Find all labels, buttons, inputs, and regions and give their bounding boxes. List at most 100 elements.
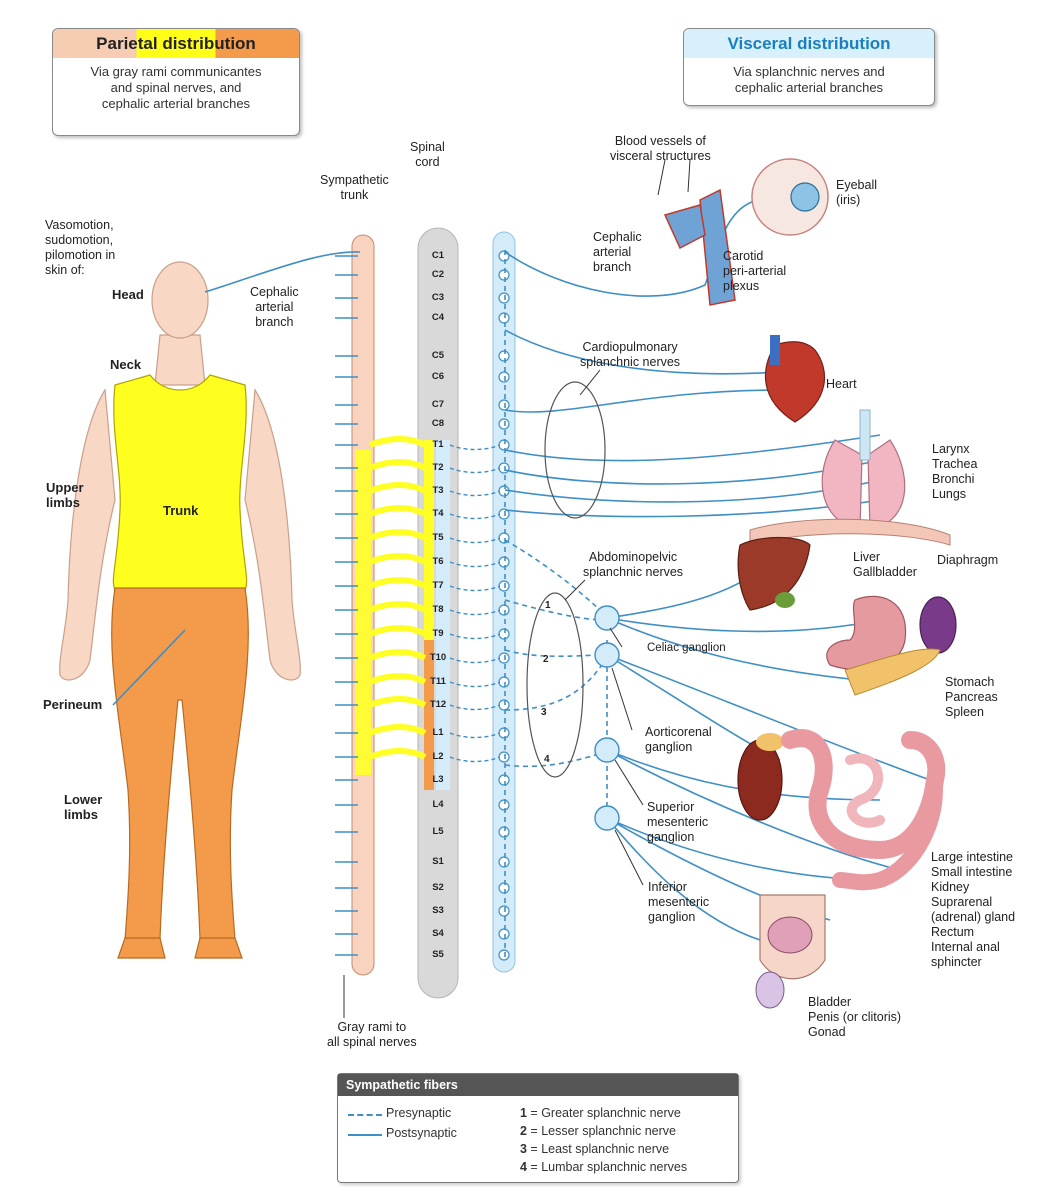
segment-t1: T1 [432,439,444,450]
segment-l1: L1 [432,727,444,738]
legend: Sympathetic fibers Presynaptic Postsynap… [337,1073,739,1183]
segment-l3: L3 [432,774,444,785]
segment-s2: S2 [432,882,444,893]
chain-ganglion [498,882,510,894]
label-perineum: Perineum [43,697,103,712]
celiac-ganglion [594,605,620,631]
white-ramus [368,649,427,661]
white-ramus [368,696,427,708]
chain-ganglion [498,250,510,262]
label-eyeball: Eyeball(iris) [836,178,877,207]
chain-ganglion [498,727,510,739]
lungs-organ [821,439,863,531]
chain-ganglion [498,418,510,430]
white-ramus [368,482,427,494]
stomach-organ [826,595,907,671]
chain-ganglion [498,292,510,304]
human-figure [59,261,301,959]
large-intestine-organ [781,729,946,860]
organs [663,158,957,1009]
chain-ganglion [498,439,510,451]
legend-item-1: 1 = Greater splanchnic nerve [520,1106,681,1120]
chain-ganglion [498,774,510,786]
legend-presynaptic-line [348,1114,382,1116]
segment-c4: C4 [431,312,445,323]
inferior-mesenteric-ganglion [594,805,620,831]
cardiopulmonary-ellipse [544,381,606,519]
chain-ganglion [498,556,510,568]
sympathetic-trunk [351,234,375,976]
chain-ganglion [498,905,510,917]
white-ramus [368,724,427,736]
chain-ganglion [498,949,510,961]
parietal-line: Via gray rami communicantes [90,64,262,79]
segment-t8: T8 [432,604,444,615]
white-ramus [368,459,427,471]
white-ramus [368,673,427,685]
visceral-description: Via splanchnic nerves and cephalic arter… [684,58,934,102]
chain-ganglion [498,652,510,664]
segment-s3: S3 [432,905,444,916]
segment-t9: T9 [432,628,444,639]
segment-c3: C3 [431,292,445,303]
liver-organ [737,536,811,611]
white-ramus [368,748,427,760]
visceral-line: cephalic arterial branches [734,80,884,95]
pancreas-organ [844,648,941,696]
superior-mesenteric-ganglion [594,737,620,763]
label-heart: Heart [826,377,857,391]
chain-ganglion [498,856,510,868]
segment-c7: C7 [431,399,445,410]
rami-communicantes [335,250,510,961]
label-trunk: Trunk [163,503,199,518]
legend-postsynaptic: Postsynaptic [386,1126,457,1140]
label-neck: Neck [110,357,142,372]
splanchnic-number-3: 3 [541,707,547,718]
spinal-cord [417,227,459,999]
chain-ganglion [498,350,510,362]
segment-c5: C5 [431,350,445,361]
chain-ganglion [498,462,510,474]
legend-item-3: 3 = Least splanchnic nerve [520,1142,670,1156]
leader-lines [343,159,691,1018]
segment-c6: C6 [431,371,445,382]
label-diaphragm: Diaphragm [937,553,999,567]
chain-ganglion [498,676,510,688]
nerve-fibers [112,197,931,941]
segment-t4: T4 [432,508,444,519]
chain-ganglion [498,580,510,592]
splanchnic-number-1: 1 [545,600,551,611]
segment-c2: C2 [431,269,445,280]
legend-item-2: 2 = Lesser splanchnic nerve [520,1124,676,1138]
label-celiac-ganglion: Celiac ganglion [647,642,726,654]
chain-ganglion [498,399,510,411]
white-ramus [368,529,427,541]
visceral-title: Visceral distribution [684,29,934,58]
segment-t5: T5 [432,532,444,543]
segment-t11: T11 [430,676,446,687]
legend-item-4: 4 = Lumbar splanchnic nerves [520,1160,688,1174]
segment-c1: C1 [431,250,445,261]
white-ramus [368,553,427,565]
segment-t6: T6 [432,556,444,567]
abdominopelvic-ellipse [526,592,584,778]
parietal-distribution-box: Parietal distribution Via gray rami comm… [52,28,300,136]
